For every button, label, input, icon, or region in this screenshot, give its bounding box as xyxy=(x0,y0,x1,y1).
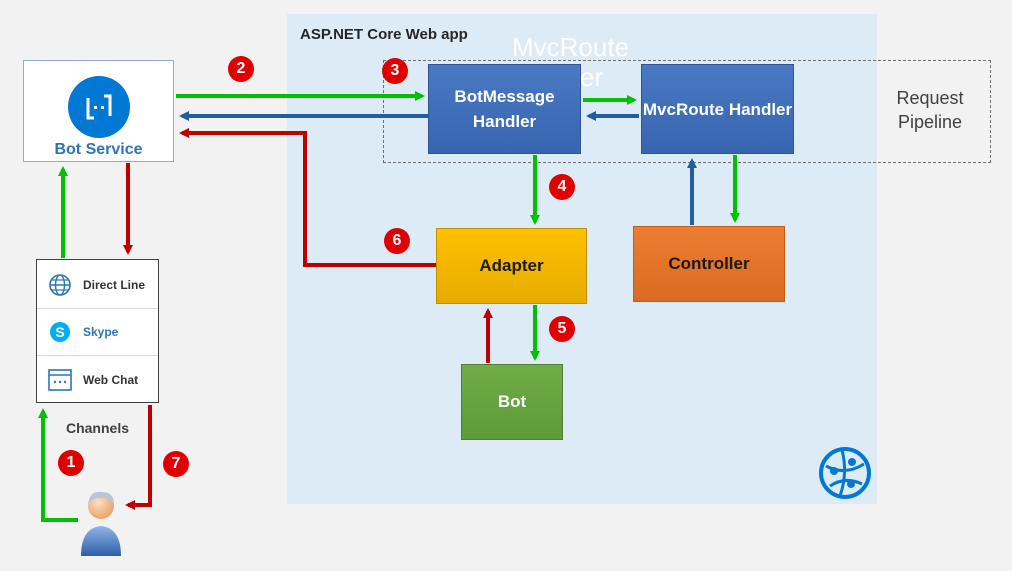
channels-panel: Direct Line S Skype Web Chat xyxy=(36,259,159,403)
channel-label: Direct Line xyxy=(83,278,146,292)
user-icon xyxy=(78,486,124,563)
bot-box: Bot xyxy=(461,364,563,440)
adapter-box: Adapter xyxy=(436,228,587,304)
arrow-channels-to-user xyxy=(125,405,152,510)
step-badge-1: 1 xyxy=(58,450,84,476)
app-title: ASP.NET Core Web app xyxy=(300,26,468,43)
channel-direct-line: Direct Line xyxy=(37,262,158,309)
step-badge-2: 2 xyxy=(228,56,254,82)
step-badge-3: 3 xyxy=(382,58,408,84)
arrow-adapter-to-service xyxy=(179,128,436,267)
bot-service-label: Bot Service xyxy=(54,141,143,158)
step-badge-4: 4 xyxy=(549,174,575,200)
skype-icon: S xyxy=(47,319,73,345)
globe-icon xyxy=(47,272,73,298)
channel-label: Skype xyxy=(83,325,119,339)
mvc-route-handler-box: MvcRoute Handler xyxy=(641,64,794,154)
step-badge-7: 7 xyxy=(163,451,189,477)
webchat-icon xyxy=(47,367,73,393)
step-badge-5: 5 xyxy=(549,316,575,342)
bot-service-icon xyxy=(68,76,130,143)
channel-web-chat: Web Chat xyxy=(37,356,158,403)
azure-web-app-icon xyxy=(818,446,872,505)
channel-skype: S Skype xyxy=(37,309,158,356)
controller-box: Controller xyxy=(633,226,785,302)
request-pipeline-label: Request Pipeline xyxy=(896,88,964,132)
channel-label: Web Chat xyxy=(83,372,139,387)
bot-message-handler-box: BotMessage Handler xyxy=(428,64,581,154)
arrow-user-to-channels xyxy=(38,408,78,522)
channels-label: Channels xyxy=(65,420,129,436)
step-badge-6: 6 xyxy=(384,228,410,254)
svg-text:S: S xyxy=(55,324,64,340)
